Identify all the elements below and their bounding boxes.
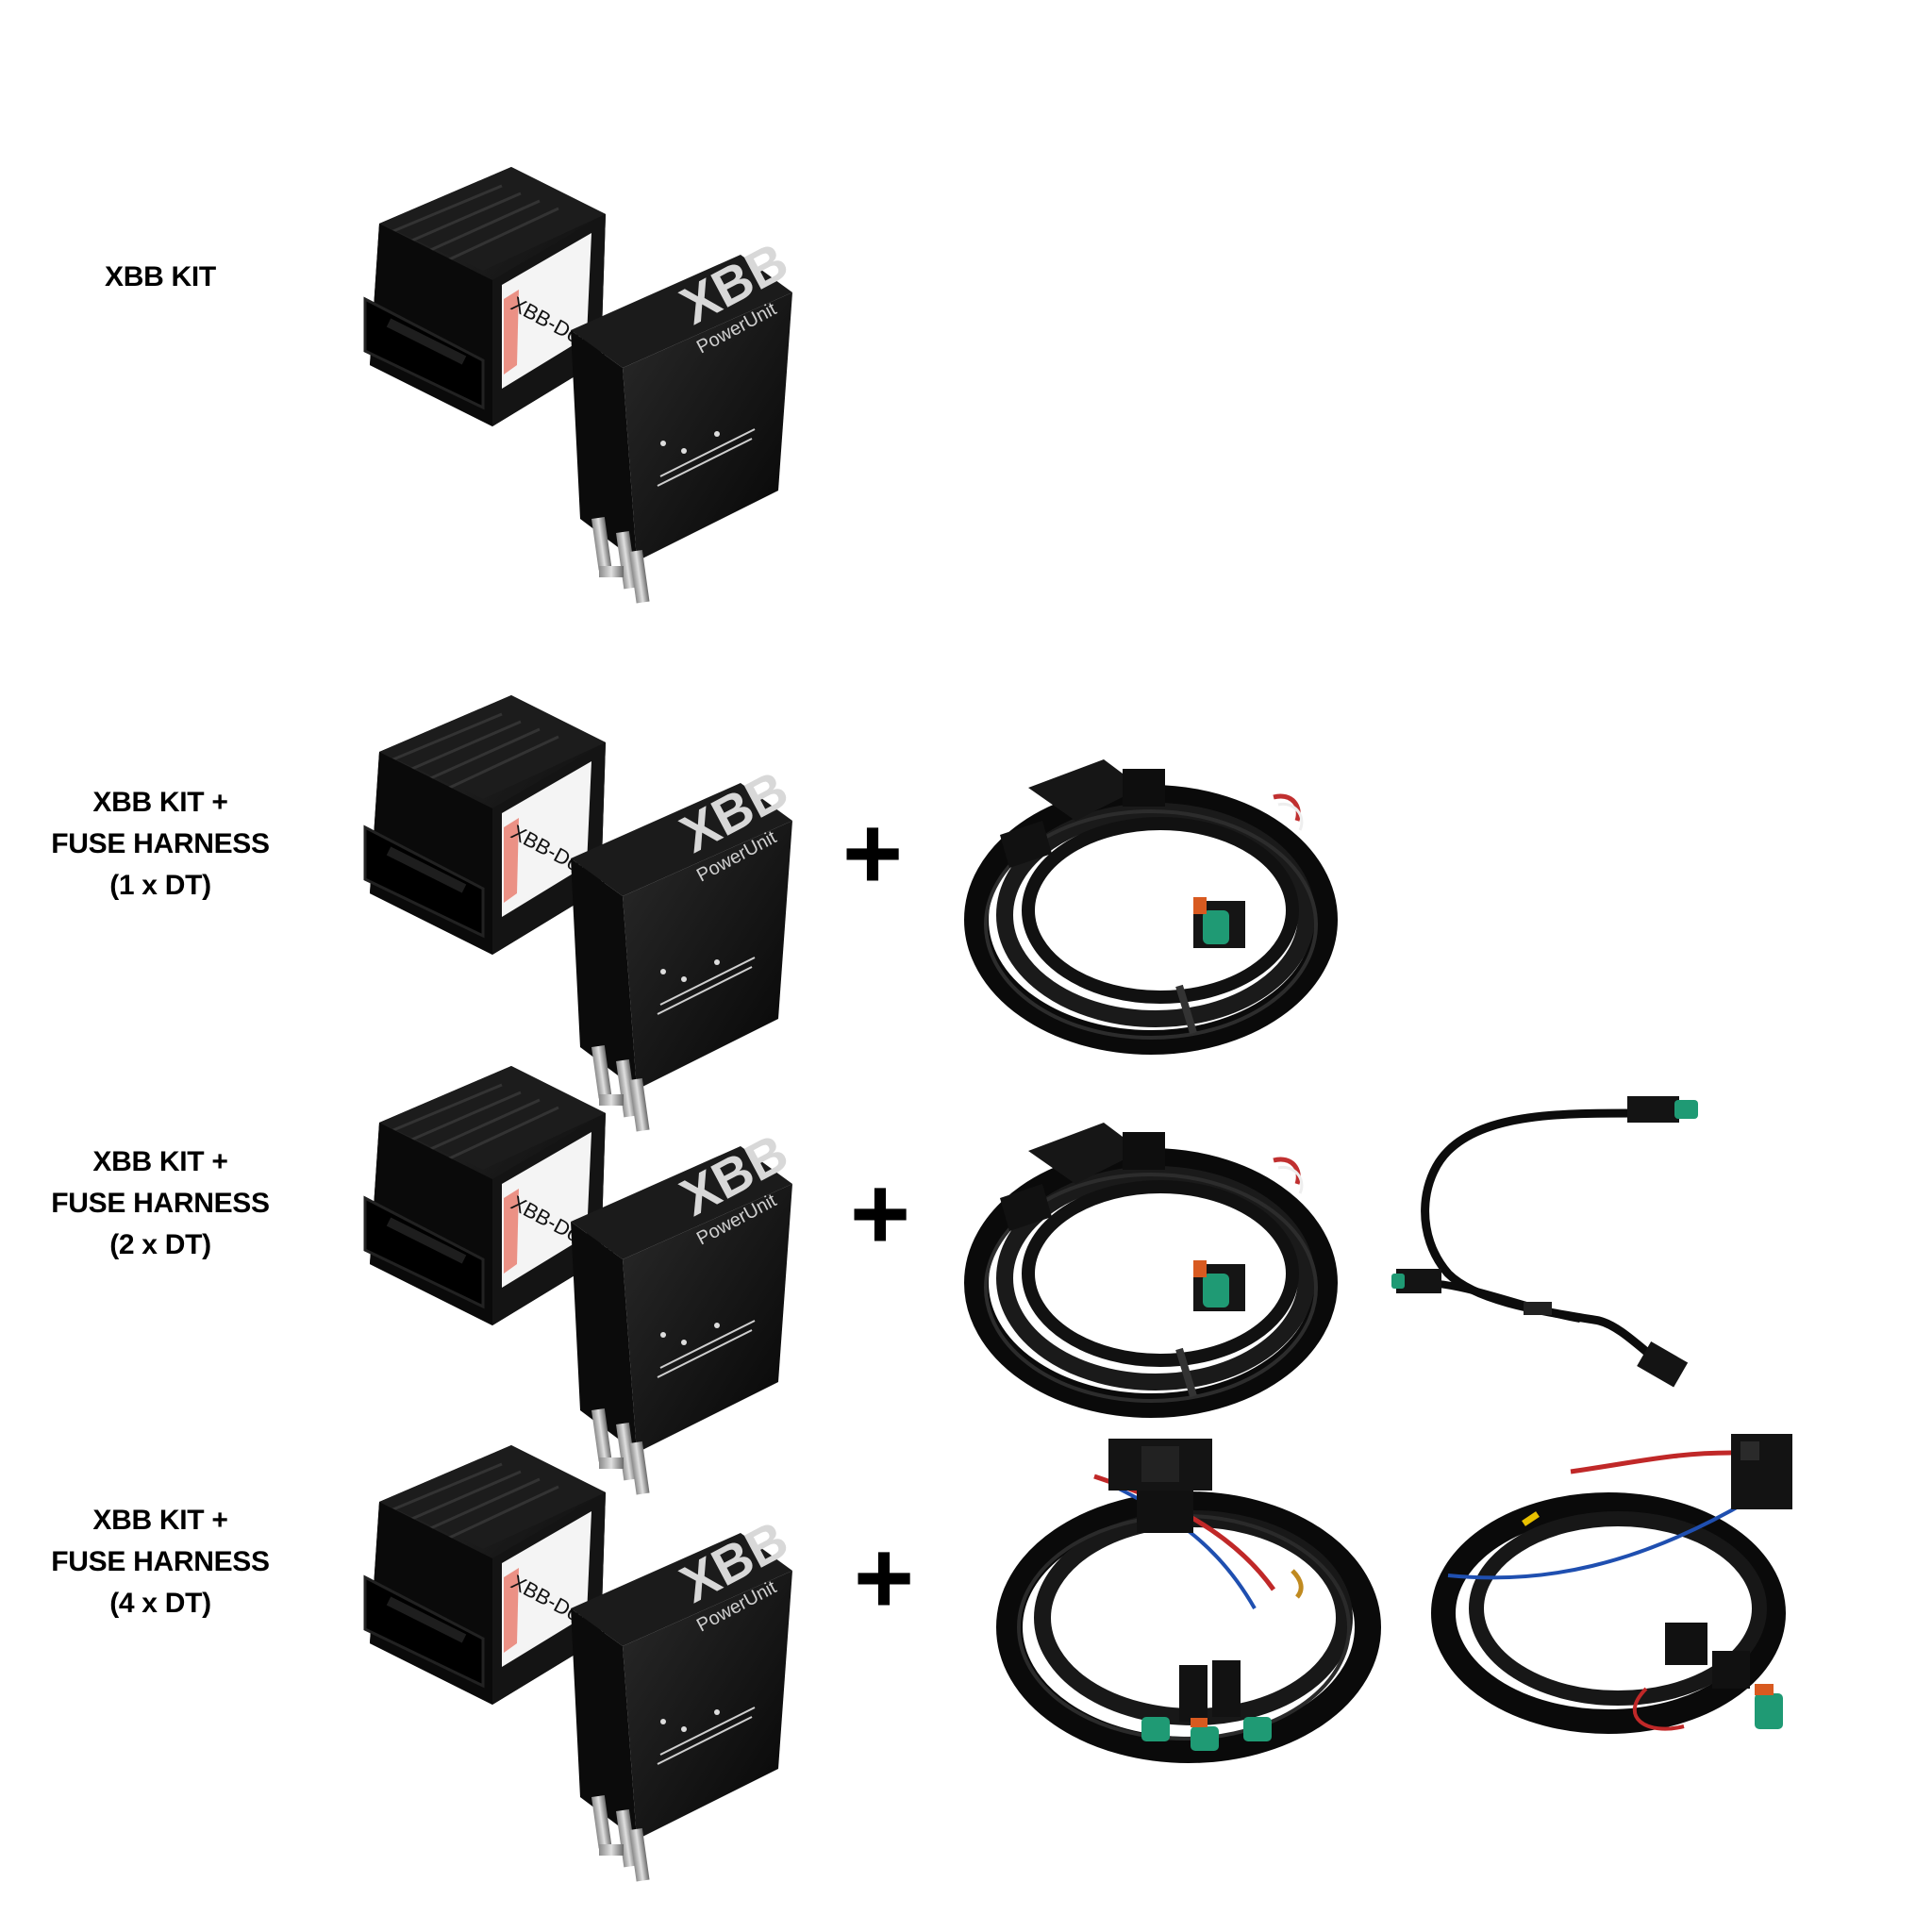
xbb-powerunit-image: XBB PowerUnit bbox=[570, 1508, 797, 1883]
xbb-powerunit-image: XBB PowerUnit bbox=[570, 758, 797, 1133]
product-row-xbb-kit: XBB KIT XBB-Dongle XBB PowerUnit bbox=[0, 0, 1932, 605]
fuse-harness-4dt-secondary-image bbox=[1429, 1434, 1807, 1774]
xbb-powerunit-image: XBB PowerUnit bbox=[570, 230, 797, 605]
row-label: XBB KIT + FUSE HARNESS (1 x DT) bbox=[51, 787, 270, 901]
row-label: XBB KIT + FUSE HARNESS (4 x DT) bbox=[51, 1505, 270, 1619]
product-row-fuse-harness-1dt: XBB KIT + FUSE HARNESS (1 x DT) XBB-Dong… bbox=[51, 0, 1932, 1133]
xbb-powerunit-image: XBB PowerUnit bbox=[570, 1122, 797, 1496]
fuse-harness-4dt-main-image bbox=[991, 1439, 1387, 1778]
plus-sign: + bbox=[853, 1520, 915, 1636]
plus-sign: + bbox=[849, 1156, 911, 1272]
row-label: XBB KIT + FUSE HARNESS (2 x DT) bbox=[51, 1146, 270, 1260]
row-label: XBB KIT bbox=[105, 261, 216, 292]
plus-sign: + bbox=[841, 795, 904, 911]
product-row-fuse-harness-2dt: XBB KIT + FUSE HARNESS (2 x DT) XBB-Dong… bbox=[51, 0, 1932, 1496]
